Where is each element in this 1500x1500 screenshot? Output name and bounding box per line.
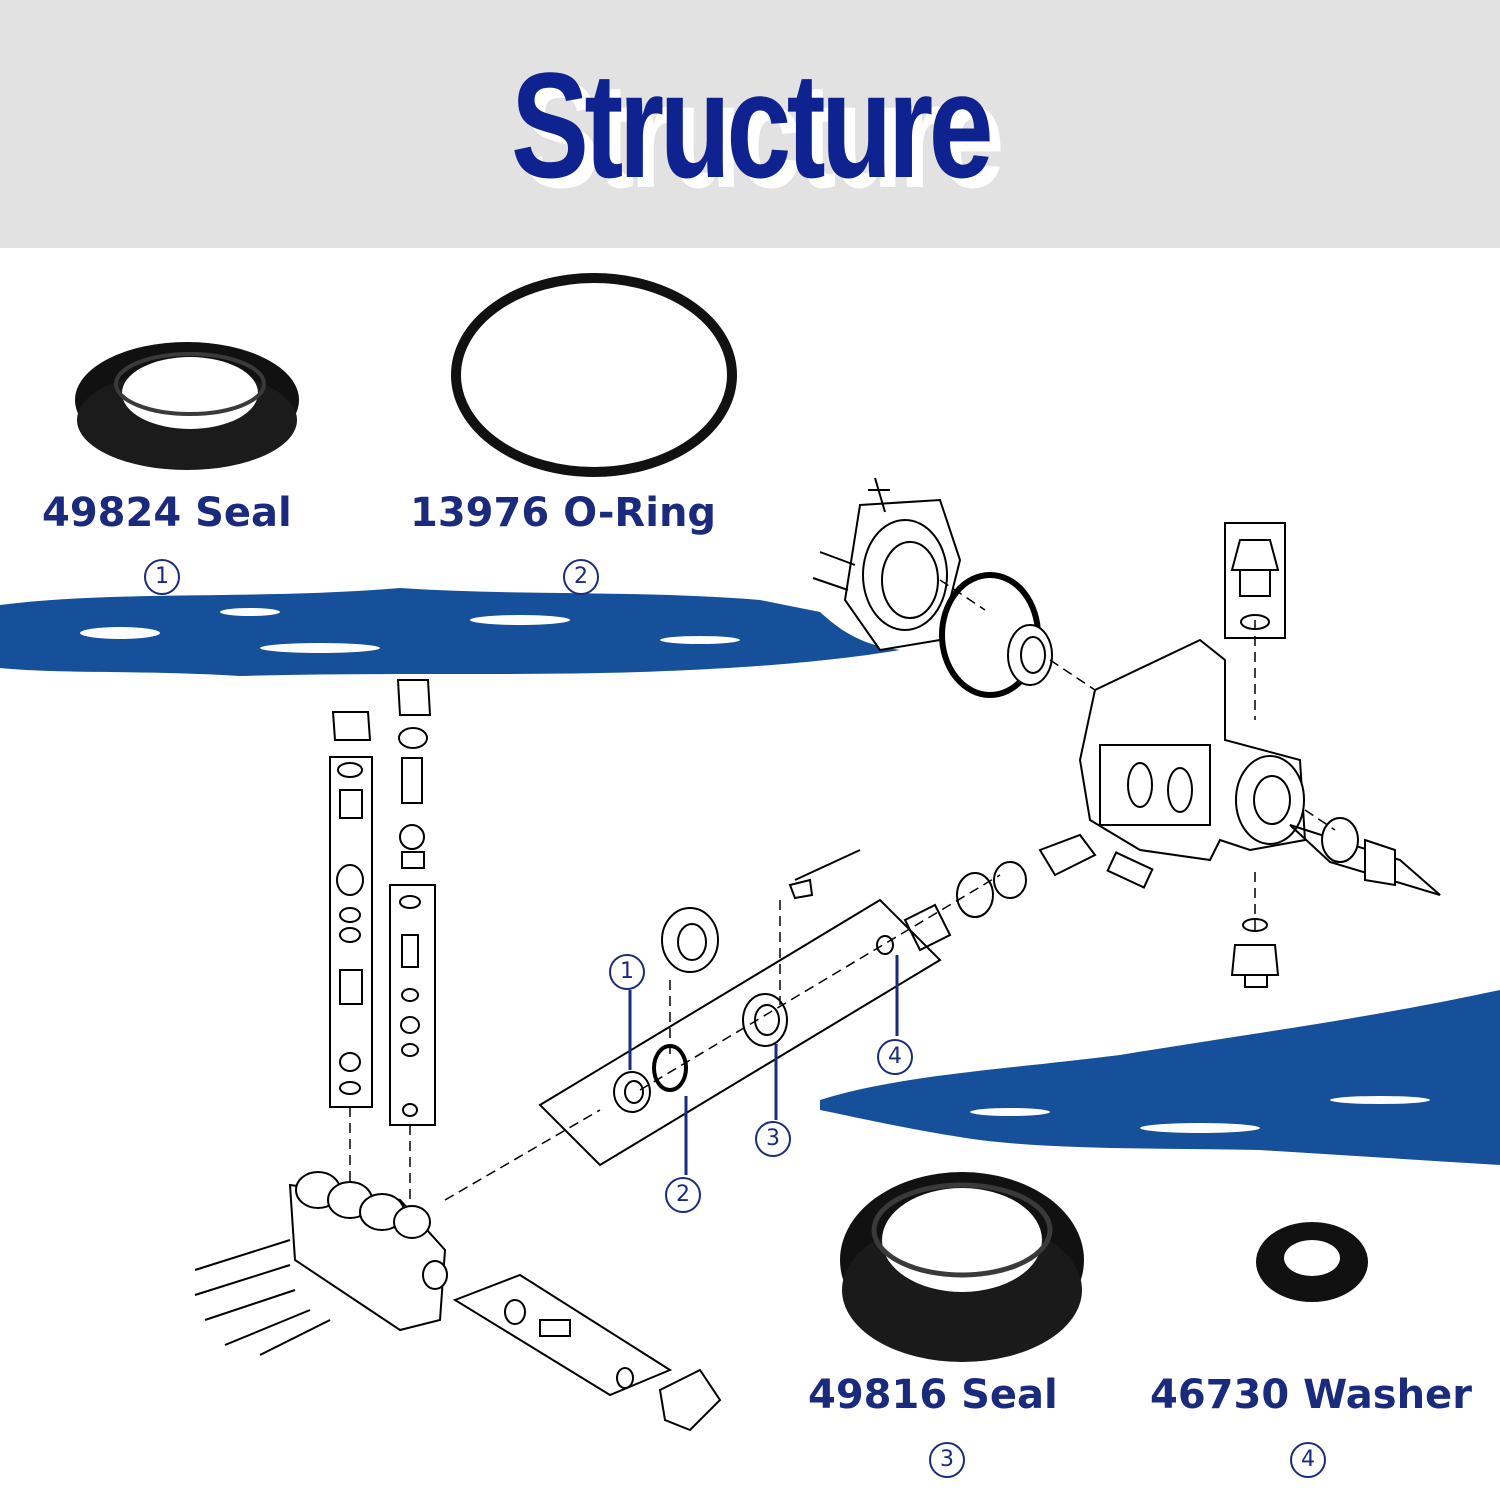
pump-unloader-tray — [452, 1273, 722, 1432]
valve-column-left — [329, 711, 373, 1108]
part-number-1: 1 — [144, 559, 180, 595]
callout-4: 4 — [877, 1039, 913, 1075]
seal-49824-image — [75, 342, 299, 470]
pump-pistons — [876, 833, 1154, 955]
page-title: Structure — [511, 41, 994, 209]
pump-sight-plug-box — [1289, 817, 1441, 896]
label-o-ring-13976: 13976 O-Ring — [410, 490, 717, 536]
label-washer-46730: 46730 Washer — [1150, 1372, 1472, 1418]
pump-drain-plug — [1230, 918, 1280, 988]
label-seal-49824: 49824 Seal — [42, 490, 292, 536]
callout-3: 3 — [755, 1121, 791, 1157]
part-number-4: 4 — [1290, 1442, 1326, 1478]
leader-lines — [349, 579, 1336, 1201]
label-seal-49816: 49816 Seal — [808, 1372, 1058, 1418]
seal-49816-image — [840, 1172, 1084, 1362]
valve-column-right — [389, 679, 436, 1126]
brush-stroke-bottom — [820, 990, 1500, 1165]
o-ring-13976-image — [451, 273, 737, 477]
exploded-diagram — [0, 273, 1500, 1432]
part-number-3: 3 — [929, 1442, 965, 1478]
header-band — [0, 0, 1500, 248]
callout-2: 2 — [665, 1177, 701, 1213]
pump-seal-tray — [538, 849, 942, 1167]
pump-flange — [812, 477, 962, 652]
brush-stroke-top — [0, 588, 900, 676]
part-number-2: 2 — [563, 559, 599, 595]
callout-1: 1 — [609, 954, 645, 990]
pump-manifold — [194, 1171, 448, 1356]
pump-crankcase — [1078, 638, 1307, 862]
washer-46730-image — [1256, 1222, 1368, 1302]
callout-leaders — [628, 955, 899, 1175]
pump-oil-cap-box — [1224, 522, 1286, 639]
pump-seal-small — [1007, 624, 1053, 686]
